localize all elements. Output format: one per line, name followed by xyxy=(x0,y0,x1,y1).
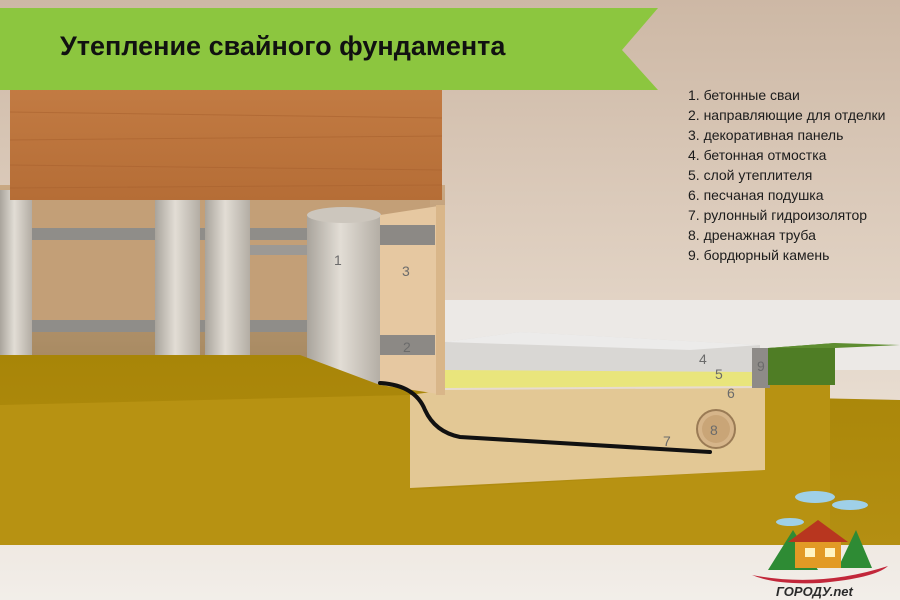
callout-2: 2 xyxy=(403,339,411,355)
pile-top xyxy=(307,207,381,223)
pile xyxy=(155,195,200,355)
legend-item-4: 4. бетонная отмостка xyxy=(688,147,827,163)
callout-8: 8 xyxy=(710,422,718,438)
soil-front xyxy=(0,385,830,545)
wooden-house xyxy=(10,88,442,200)
legend-item-8: 8. дренажная труба xyxy=(688,227,816,243)
legend-item-2: 2. направляющие для отделки xyxy=(688,107,886,123)
sand-cushion xyxy=(410,388,765,488)
lawn-top xyxy=(768,343,900,348)
grass-lawn xyxy=(768,343,835,385)
guide-profile xyxy=(380,225,435,245)
legend-item-1: 1. бетонные сваи xyxy=(688,87,800,103)
legend-item-9: 9. бордюрный камень xyxy=(688,247,830,263)
pile xyxy=(205,195,250,365)
callout-7: 7 xyxy=(663,433,671,449)
legend-item-7: 7. рулонный гидроизолятор xyxy=(688,207,868,223)
legend-item-3: 3. декоративная панель xyxy=(688,127,844,143)
title-banner xyxy=(0,8,658,90)
site-logo: ГОРОДУ.net xyxy=(752,491,888,599)
pile xyxy=(0,190,32,360)
insulation-layer xyxy=(445,370,760,388)
callout-3: 3 xyxy=(402,263,410,279)
blind-area-top xyxy=(445,332,760,350)
waterproofing-membrane xyxy=(378,381,712,454)
concrete-pile xyxy=(307,215,381,393)
drainage-pipe-inner xyxy=(702,415,730,443)
legend-item-5: 5. слой утеплителя xyxy=(688,167,813,183)
callout-1: 1 xyxy=(334,252,342,268)
panel-edge xyxy=(436,205,445,395)
callout-6: 6 xyxy=(727,385,735,401)
callout-9: 9 xyxy=(757,358,765,374)
page-title: Утепление свайного фундамента xyxy=(60,31,506,61)
logo-text: ГОРОДУ.net xyxy=(776,584,854,599)
curb-stone xyxy=(752,348,770,388)
guide-profile xyxy=(380,335,435,355)
legend-item-6: 6. песчаная подушка xyxy=(688,187,824,203)
legend: 1. бетонные сваи 2. направляющие для отд… xyxy=(688,85,893,265)
callout-5: 5 xyxy=(715,366,723,382)
callout-4: 4 xyxy=(699,351,707,367)
